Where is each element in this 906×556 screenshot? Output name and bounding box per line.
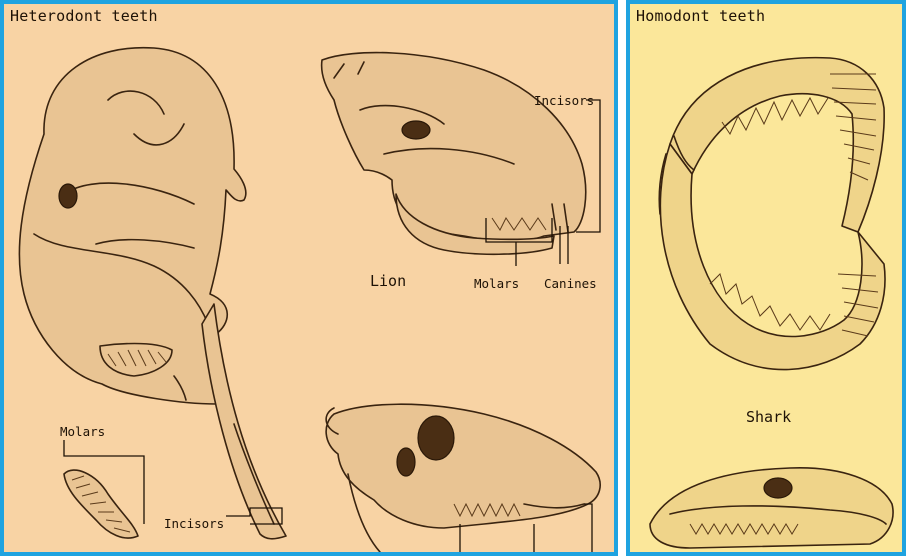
label-incisors-elephant: Incisors <box>164 516 224 531</box>
label-molars-elephant: Molars <box>60 424 105 439</box>
shark-jaw-drawing <box>659 58 885 370</box>
elephant-skull-drawing <box>19 48 286 539</box>
lion-skull-drawing <box>322 53 586 255</box>
homodont-panel: Homodont teeth Shark <box>626 0 906 556</box>
bottom-skull-drawing <box>650 468 893 548</box>
heterodont-illustrations <box>4 4 614 552</box>
label-incisors-lion: Incisors <box>534 93 594 108</box>
label-canines-lion: Canines <box>544 276 597 291</box>
label-lion: Lion <box>370 272 406 290</box>
heterodont-panel: Heterodont teeth Incisors Lion Molars Ca… <box>0 0 618 556</box>
label-molars-lion: Molars <box>474 276 519 291</box>
homodont-illustrations <box>630 4 902 552</box>
herbivore-skull-drawing <box>326 404 600 552</box>
homodont-title: Homodont teeth <box>636 7 765 25</box>
label-shark: Shark <box>746 408 791 426</box>
heterodont-title: Heterodont teeth <box>10 7 158 25</box>
